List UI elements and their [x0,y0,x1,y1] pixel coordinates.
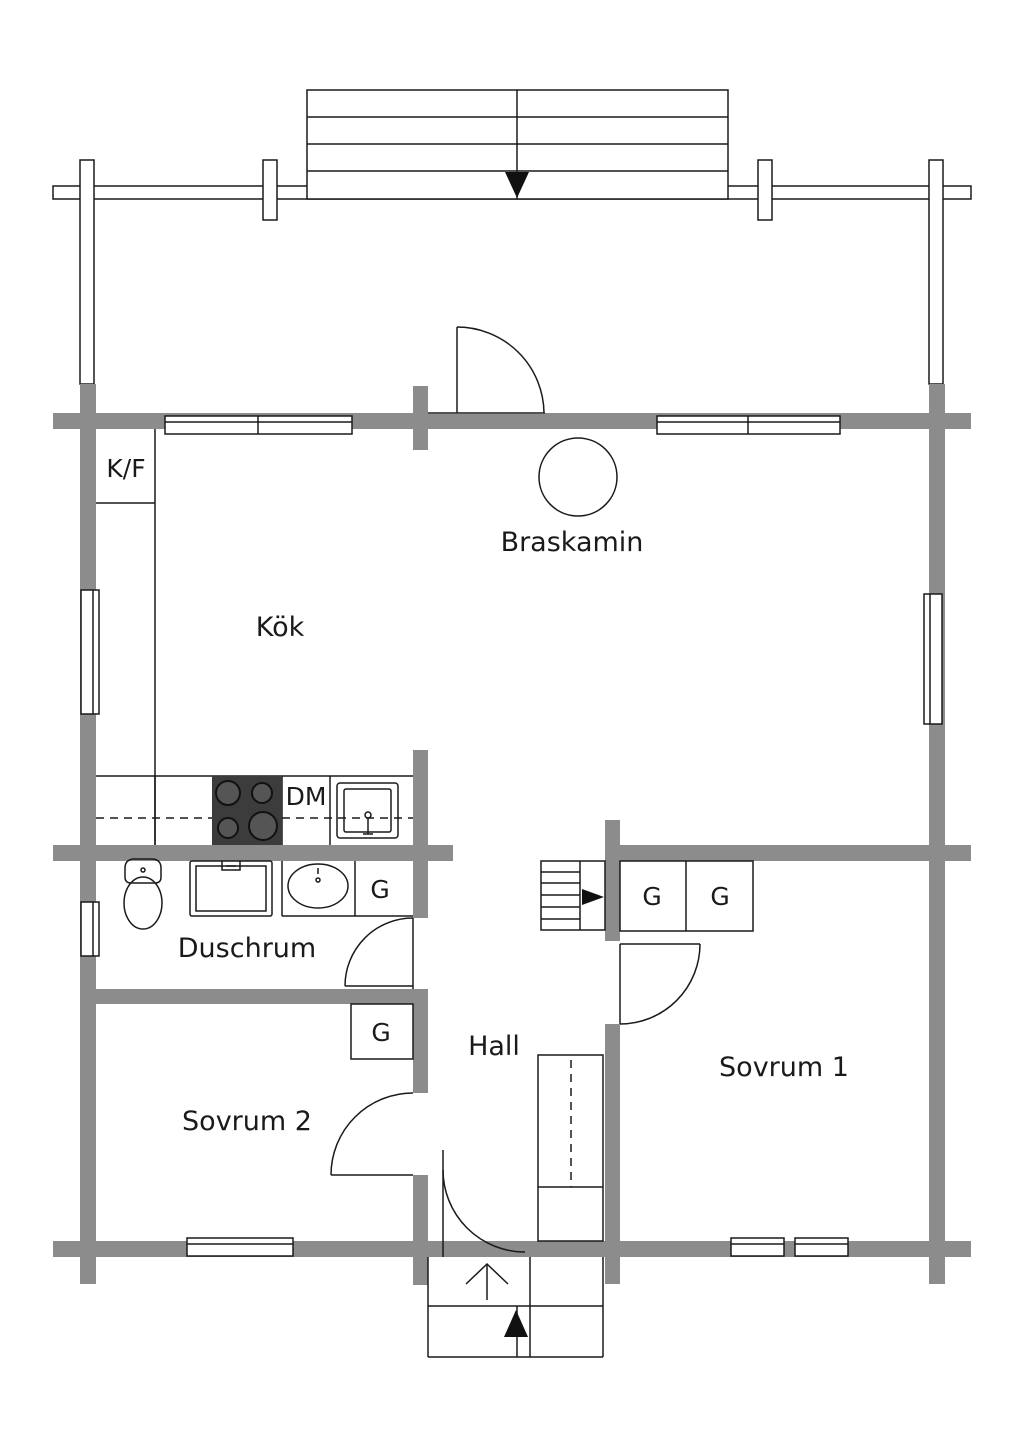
hall-bench [537,1054,604,1242]
room-label-sovrum-2: Sovrum 2 [182,1106,312,1137]
wardrobe-label: G [642,882,661,911]
fixture-label-kf: K/F [106,454,145,483]
room-label-kok: Kök [256,612,305,643]
loft-stair-arrow-icon [582,889,604,905]
hob [212,776,282,845]
doors [330,326,701,1257]
fixture-label-dm: DM [286,782,327,811]
room-label-braskamin: Braskamin [501,527,644,558]
room-label-hall: Hall [468,1031,520,1062]
bathroom-fixtures [123,858,413,930]
terrace [52,159,972,385]
entry-steps [427,1257,604,1358]
wardrobe-label: G [370,875,389,904]
room-label-sovrum-1: Sovrum 1 [719,1052,849,1083]
room-label-duschrum: Duschrum [178,933,316,964]
terrace-arrow-icon [505,172,529,198]
wardrobe-label: G [371,1018,390,1047]
wardrobe-label: G [710,882,729,911]
walls [53,384,971,1285]
entry-arrow-icon [504,1310,528,1337]
wardrobes [350,860,754,1060]
windows [80,415,943,1257]
fireplace [538,437,618,517]
loft-stair [540,860,606,931]
